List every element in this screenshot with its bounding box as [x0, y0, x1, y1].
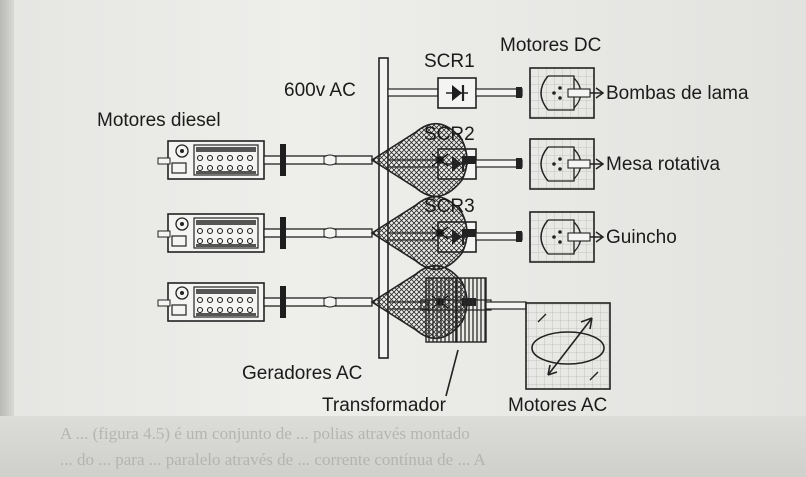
scr1-unit — [436, 76, 478, 110]
dc-motor-2 — [529, 138, 595, 190]
arrow-to-bombas — [590, 87, 605, 99]
ac-bus-bar — [378, 57, 389, 359]
label-motores-ac: Motores AC — [508, 395, 608, 416]
label-bombas-de-lama: Bombas de lama — [606, 83, 749, 104]
label-motores-dc: Motores DC — [500, 35, 602, 56]
bus-branch-1 — [387, 88, 439, 97]
label-geradores-ac: Geradores AC — [242, 363, 363, 384]
diesel-engine-1 — [157, 140, 265, 180]
label-scr1: SCR1 — [424, 51, 475, 72]
label-mesa-rotativa: Mesa rotativa — [606, 154, 721, 175]
dc-cable-3 — [475, 232, 523, 241]
ac-motor — [525, 302, 611, 390]
transformador-leader-line — [445, 349, 459, 397]
label-scr2: SCR2 — [424, 124, 475, 145]
label-transformador: Transformador — [322, 395, 446, 416]
dc-motor-3 — [529, 211, 595, 263]
dc-cable-1 — [475, 88, 523, 97]
dc-motor-1 — [529, 67, 595, 119]
label-scr3: SCR3 — [424, 196, 475, 217]
arrow-to-mesa — [590, 158, 605, 170]
drilling-rig-power-diagram — [157, 57, 611, 397]
diesel-engine-3 — [157, 282, 265, 322]
background-text-line-1: A ... (figura 4.5) é um conjunto de ... … — [60, 424, 470, 443]
arrow-to-guincho — [590, 231, 605, 243]
transformer-unit — [420, 277, 492, 343]
label-motores-diesel: Motores diesel — [97, 110, 221, 131]
label-600v-ac: 600v AC — [284, 80, 356, 101]
dc-cable-2 — [475, 159, 523, 168]
ac-cable — [485, 301, 527, 310]
page-edge-shadow — [0, 0, 14, 477]
page-bottom-strip: A ... (figura 4.5) é um conjunto de ... … — [0, 416, 806, 477]
diesel-engine-2 — [157, 213, 265, 253]
label-guincho: Guincho — [606, 227, 677, 248]
background-text-line-2: ... do ... para ... paralelo através de … — [60, 450, 486, 469]
